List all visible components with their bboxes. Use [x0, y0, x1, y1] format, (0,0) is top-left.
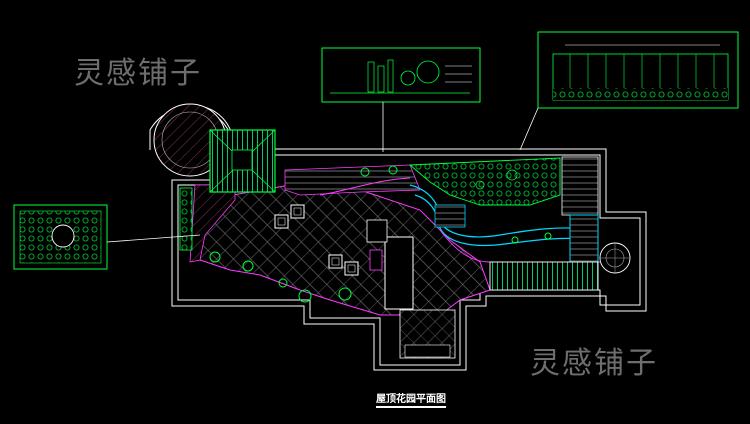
left-shrub-column: [179, 187, 193, 251]
upper-planting-bed: [408, 157, 561, 206]
detail-inset-top-middle: [321, 47, 481, 152]
detail-inset-left: [13, 204, 201, 270]
pergola: [209, 129, 276, 193]
stepping-stones: [274, 204, 359, 276]
detail-inset-top-right: [519, 31, 739, 151]
drawing-title: 屋顶花园平面图: [376, 390, 446, 408]
watermark-top-left: 灵感铺子: [74, 56, 202, 91]
watermark-bottom-right: 灵感铺子: [530, 346, 658, 381]
right-deck: [489, 156, 631, 291]
stair-core: [366, 219, 414, 310]
shrub-symbols: [209, 165, 552, 303]
paved-plaza: [199, 164, 491, 359]
